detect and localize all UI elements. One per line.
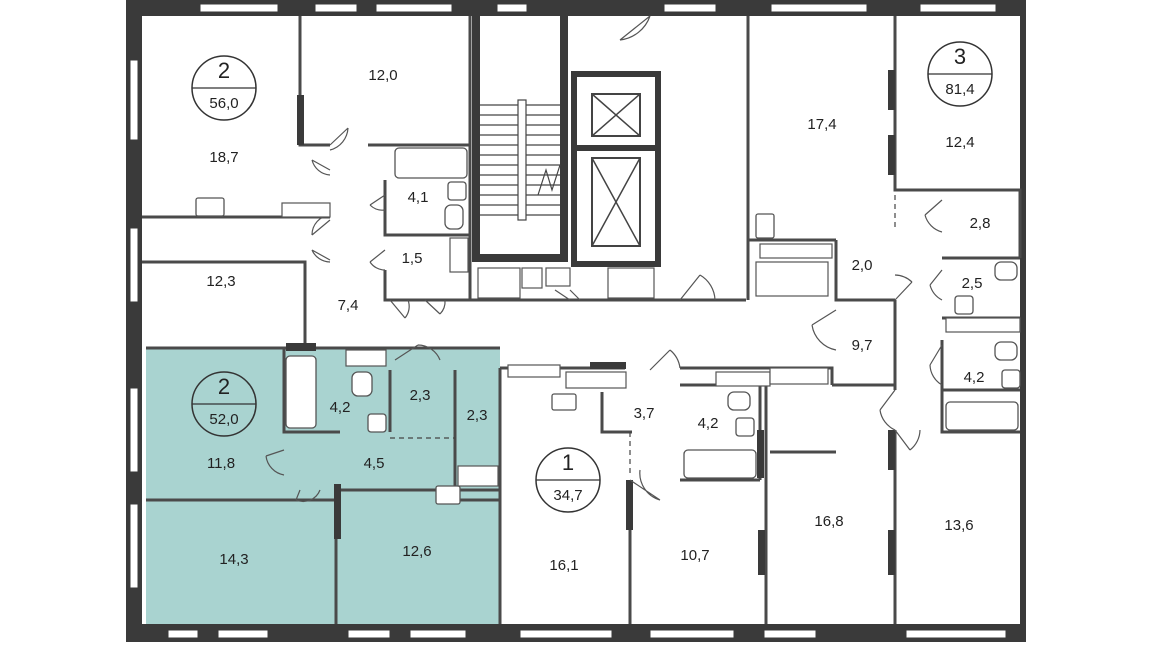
toilet xyxy=(351,371,373,397)
kitchen-sink xyxy=(195,197,225,217)
window xyxy=(663,3,717,13)
window xyxy=(519,629,613,639)
room-area-label[interactable]: 11,8 xyxy=(207,455,235,472)
room-area-label[interactable]: 2,5 xyxy=(962,275,983,292)
room-area-label[interactable]: 2,3 xyxy=(467,407,488,424)
apartment-badge[interactable]: 1 34,7 xyxy=(535,447,601,513)
badge-room-count: 2 xyxy=(218,374,230,399)
room-area-label[interactable]: 18,7 xyxy=(209,149,238,166)
windows xyxy=(129,3,1007,639)
window xyxy=(770,3,868,13)
window xyxy=(409,629,467,639)
room-area-label[interactable]: 4,5 xyxy=(364,455,385,472)
toilet xyxy=(994,261,1018,281)
elevator-car-large xyxy=(591,157,641,247)
room-area-label[interactable]: 12,4 xyxy=(945,134,974,151)
room-labels: 12,0 18,7 4,1 1,5 12,3 7,4 17,4 12,4 2,8… xyxy=(206,67,990,574)
room-area-label[interactable]: 4,2 xyxy=(330,399,351,416)
room-area-label[interactable]: 10,7 xyxy=(680,547,709,564)
window xyxy=(129,503,139,589)
badge-room-count: 1 xyxy=(562,450,574,475)
room-area-label[interactable]: 12,6 xyxy=(402,543,431,560)
room-area-label[interactable]: 16,1 xyxy=(549,557,578,574)
wardrobes xyxy=(281,202,1021,487)
room-area-label[interactable]: 4,2 xyxy=(698,415,719,432)
badge-room-count: 3 xyxy=(954,44,966,69)
badge-area: 81,4 xyxy=(945,81,974,98)
sink xyxy=(954,295,974,315)
room-area-label[interactable]: 13,6 xyxy=(944,517,973,534)
window xyxy=(129,227,139,303)
kitchen-sink xyxy=(755,213,775,239)
elevator-car-small xyxy=(591,93,641,137)
core-outline xyxy=(472,16,480,262)
room-area-label[interactable]: 1,5 xyxy=(402,250,423,267)
room-area-label[interactable]: 9,7 xyxy=(852,337,873,354)
badge-area: 52,0 xyxy=(209,411,238,428)
bathtub xyxy=(394,147,468,179)
window xyxy=(763,629,817,639)
sink xyxy=(1001,369,1021,389)
elevator-shaft xyxy=(571,71,661,267)
room-area-label[interactable]: 3,7 xyxy=(634,405,655,422)
window xyxy=(129,387,139,473)
thick-wall-segments xyxy=(286,70,895,575)
bathtub xyxy=(945,401,1019,431)
stairs xyxy=(480,99,561,221)
toilet xyxy=(444,204,464,230)
toilet xyxy=(727,391,751,411)
room-area-label[interactable]: 17,4 xyxy=(807,116,836,133)
window xyxy=(199,3,279,13)
doors xyxy=(265,15,943,503)
kitchen-sink xyxy=(551,393,577,411)
room-area-label[interactable]: 7,4 xyxy=(338,297,359,314)
sink xyxy=(447,181,467,201)
window xyxy=(167,629,199,639)
room-area-label[interactable]: 2,0 xyxy=(852,257,873,274)
apartment-badge[interactable]: 3 81,4 xyxy=(927,41,993,107)
window xyxy=(375,3,453,13)
sink xyxy=(367,413,387,433)
stair-elevator-core xyxy=(472,16,661,267)
wall-right xyxy=(1020,0,1026,642)
bathtub xyxy=(285,355,317,429)
room-area-label[interactable]: 12,3 xyxy=(206,273,235,290)
window xyxy=(347,629,391,639)
bathtub xyxy=(683,449,757,479)
toilet xyxy=(994,341,1018,361)
room-area-label[interactable]: 14,3 xyxy=(219,551,248,568)
badge-room-count: 2 xyxy=(218,58,230,83)
window xyxy=(496,3,528,13)
badge-area: 34,7 xyxy=(553,487,582,504)
room-area-label[interactable]: 2,3 xyxy=(410,387,431,404)
apartment-badge[interactable]: 2 56,0 xyxy=(191,55,257,121)
kitchen-sink xyxy=(435,485,461,505)
window xyxy=(129,59,139,141)
sink xyxy=(735,417,755,437)
apartment-badge[interactable]: 2 52,0 xyxy=(191,371,257,437)
window xyxy=(919,3,997,13)
dashed-partitions xyxy=(390,195,896,475)
room-area-label[interactable]: 4,1 xyxy=(408,189,429,206)
wall-left xyxy=(126,0,142,642)
badge-area: 56,0 xyxy=(209,95,238,112)
room-area-label[interactable]: 16,8 xyxy=(814,513,843,530)
window xyxy=(905,629,1007,639)
window xyxy=(649,629,735,639)
room-area-label[interactable]: 12,0 xyxy=(368,67,397,84)
room-area-label[interactable]: 2,8 xyxy=(970,215,991,232)
window xyxy=(217,629,269,639)
room-area-label[interactable]: 4,2 xyxy=(964,369,985,386)
window xyxy=(314,3,358,13)
bathroom-fixtures xyxy=(195,147,1021,505)
